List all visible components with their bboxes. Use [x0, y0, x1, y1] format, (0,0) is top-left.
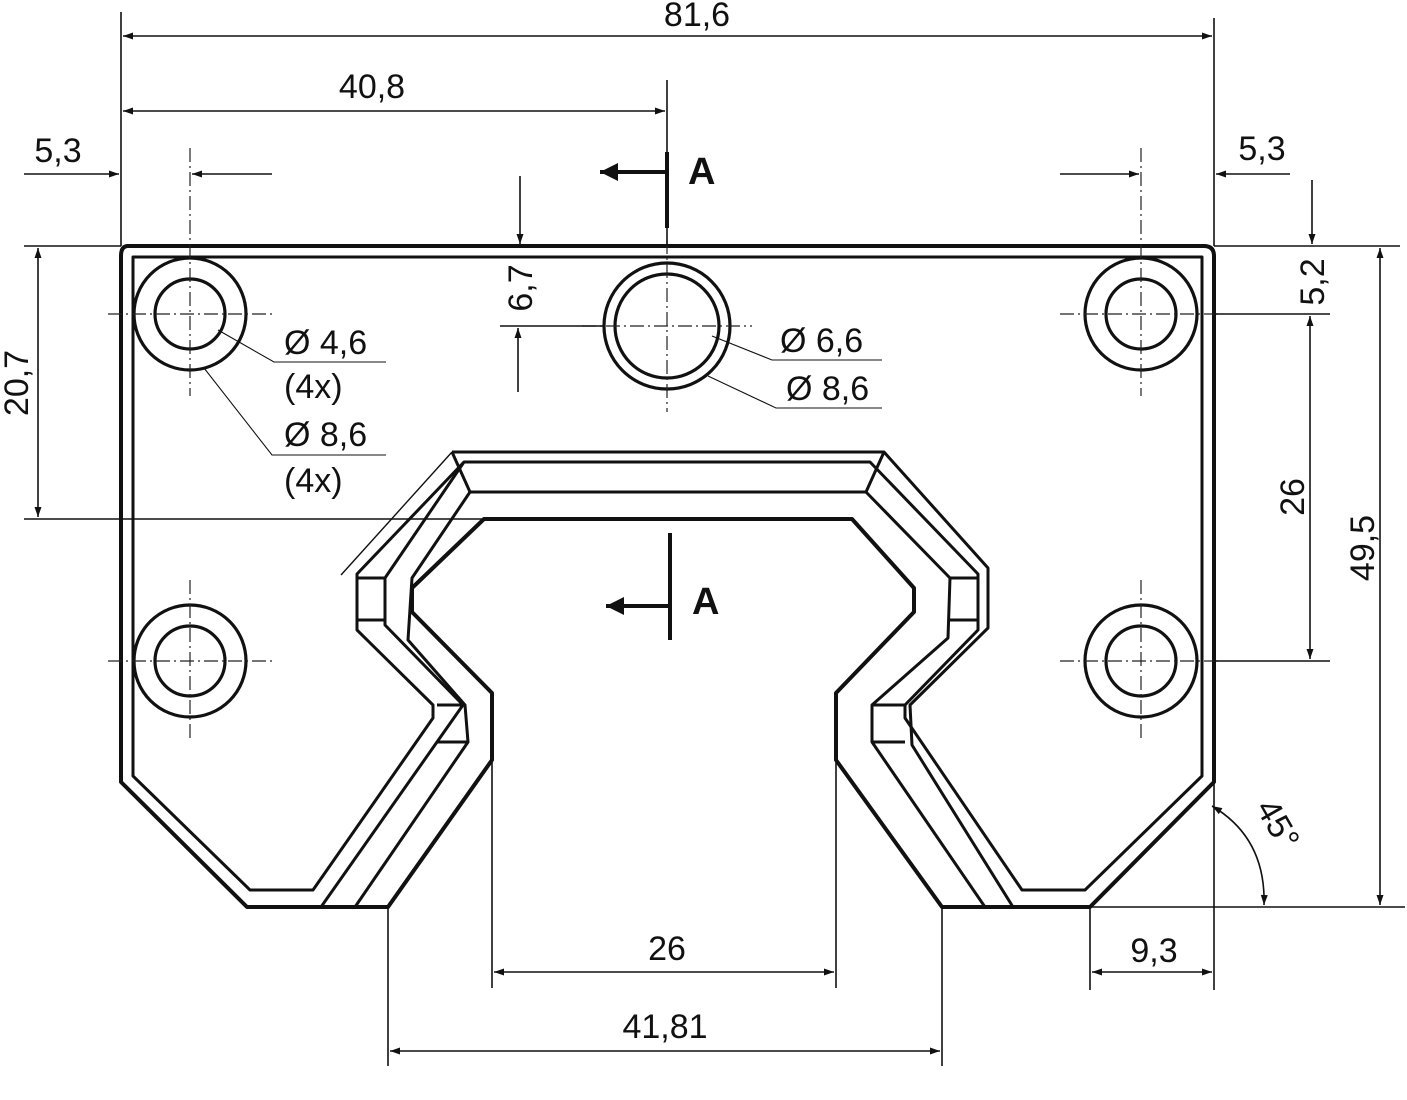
hole-center — [582, 240, 752, 412]
dim-text-overall-width: 81,6 — [664, 0, 730, 34]
section-marker-top: A — [600, 151, 715, 228]
outer-contour — [119, 244, 1216, 909]
section-label-bottom: A — [692, 581, 719, 623]
callout-small-hole-dia: Ø 4,6 — [284, 324, 367, 362]
dim-text-left-height: 20,7 — [0, 350, 36, 416]
callout-counterbores: Ø 8,6 (4x) — [203, 367, 386, 500]
dimension-overall-height: 49,5 — [1344, 248, 1384, 905]
dim-text-edge-offset-left: 5,3 — [34, 132, 81, 170]
dimension-half-width: 40,8 — [123, 68, 665, 115]
dim-text-chamfer-angle: 45° — [1248, 793, 1307, 857]
hole-bottom-right — [1060, 580, 1222, 742]
dimension-edge-offset-right: 5,3 — [1060, 130, 1290, 178]
chamfer-line-right — [883, 451, 989, 569]
part-outline — [119, 244, 1216, 909]
callout-center-counterbore-dia: Ø 8,6 — [786, 370, 869, 408]
callout-center-hole-dia: Ø 6,6 — [780, 322, 863, 360]
dim-text-hole-depth-offset: 6,7 — [502, 264, 540, 311]
dim-text-chamfer-width: 9,3 — [1130, 932, 1177, 970]
section-label-top: A — [688, 151, 715, 193]
dimension-edge-offset-left: 5,3 — [24, 132, 272, 178]
dimension-slot-width: 41,81 — [390, 1008, 940, 1055]
dim-text-inner-width: 26 — [648, 930, 686, 968]
groove-inner — [353, 490, 987, 908]
chamfer-line-left — [340, 451, 453, 576]
dim-text-hole-vertical-spacing: 26 — [1274, 478, 1312, 516]
dimension-hole-depth-offset: 6,7 — [502, 176, 540, 392]
section-marker-bottom: A — [606, 533, 719, 640]
dimension-left-height: 20,7 — [0, 248, 42, 517]
callout-counterbore-dia: Ø 8,6 — [284, 416, 367, 454]
dimension-hole-vertical-spacing: 26 — [1274, 316, 1314, 659]
holes — [108, 148, 1222, 742]
callout-small-holes: Ø 4,6 (4x) — [217, 324, 386, 406]
callout-small-hole-qty: (4x) — [284, 368, 343, 406]
dimension-inner-width: 26 — [494, 930, 834, 976]
hole-bottom-left — [108, 580, 272, 742]
callout-counterbore-qty: (4x) — [284, 462, 343, 500]
dimension-chamfer-angle: 45° — [1211, 793, 1307, 906]
dimension-chamfer-width: 9,3 — [1092, 932, 1212, 976]
dim-text-half-width: 40,8 — [339, 68, 405, 106]
callout-center-hole: Ø 6,6 — [711, 322, 882, 361]
hole-top-left — [108, 148, 272, 396]
dim-text-overall-height: 49,5 — [1344, 515, 1382, 581]
dim-text-hole-edge-offset: 5,2 — [1294, 258, 1332, 305]
dim-text-slot-width: 41,81 — [622, 1008, 707, 1046]
inner-contour — [131, 255, 1204, 892]
dim-text-edge-offset-right: 5,3 — [1238, 130, 1285, 168]
dimension-hole-edge-offset: 5,2 — [1294, 180, 1332, 306]
dimension-overall-width: 81,6 — [123, 0, 1212, 40]
groove-facets — [357, 451, 978, 744]
hole-top-right — [1060, 148, 1222, 396]
callout-center-counterbore: Ø 8,6 — [707, 370, 882, 409]
